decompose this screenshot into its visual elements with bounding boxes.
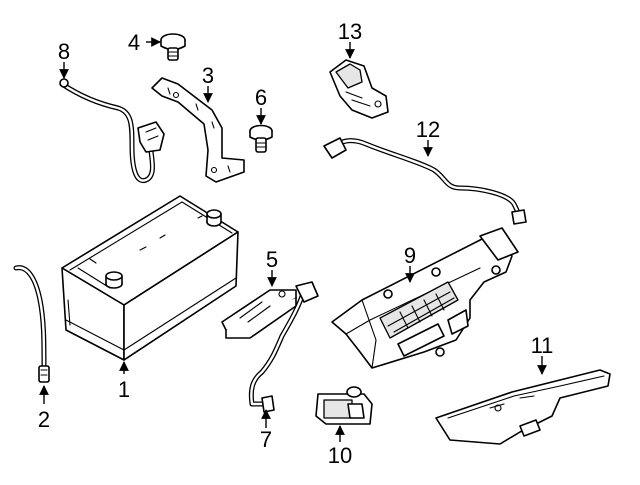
part-module-clip[interactable] xyxy=(315,386,373,425)
part-terminal-clamp[interactable] xyxy=(329,59,389,119)
callout-11: 11 xyxy=(531,333,554,358)
callout-9: 9 xyxy=(404,243,416,268)
part-battery-tray[interactable] xyxy=(435,369,611,445)
part-fuse-box[interactable] xyxy=(331,227,519,369)
part-connector-plate[interactable] xyxy=(221,289,297,339)
part-bolt-4[interactable] xyxy=(160,33,186,61)
callout-8: 8 xyxy=(58,39,70,64)
part-battery-cable[interactable] xyxy=(248,281,319,413)
callout-labels: 1 2 3 4 5 6 7 8 9 10 11 12 13 xyxy=(38,19,554,468)
callout-6: 6 xyxy=(255,85,267,110)
part-cable-harness[interactable] xyxy=(323,137,527,225)
callout-5: 5 xyxy=(266,247,278,272)
part-bolt-6[interactable] xyxy=(249,124,273,153)
callout-12: 12 xyxy=(416,117,440,142)
callout-4: 4 xyxy=(128,30,140,55)
callout-1: 1 xyxy=(118,377,130,402)
callout-2: 2 xyxy=(38,407,50,432)
callout-leaders xyxy=(39,37,547,442)
part-battery[interactable] xyxy=(61,195,239,361)
callout-10: 10 xyxy=(328,443,352,468)
part-bracket[interactable] xyxy=(151,77,245,183)
callout-3: 3 xyxy=(202,63,214,88)
part-sensor-cable[interactable] xyxy=(13,265,50,383)
callout-7: 7 xyxy=(260,427,272,452)
callout-13: 13 xyxy=(338,19,362,44)
part-ground-cable[interactable] xyxy=(59,78,165,184)
